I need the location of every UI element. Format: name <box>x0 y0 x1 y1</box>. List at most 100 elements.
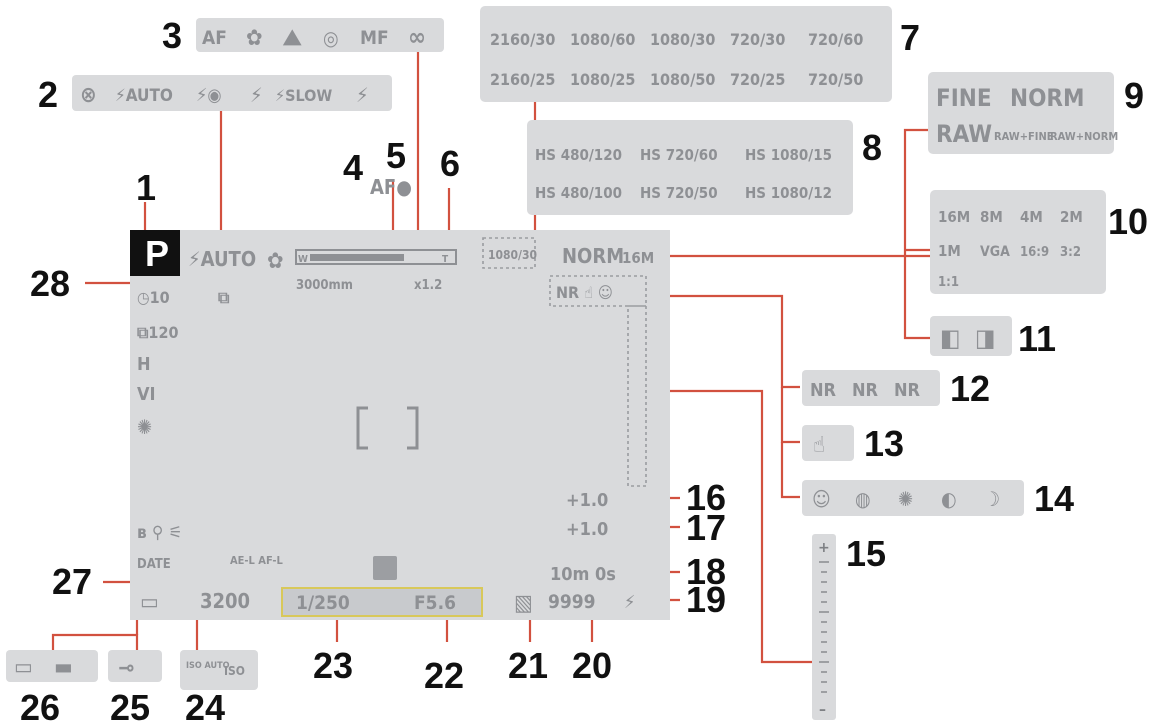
callout-19: 19 <box>686 579 726 620</box>
no-card-icon: ▧ <box>514 591 533 616</box>
callout-24: 24 <box>185 687 225 728</box>
callout-23: 23 <box>313 645 353 686</box>
battery-full-icon: ▬ <box>54 655 73 680</box>
zoom-bar-fill <box>310 254 404 261</box>
scene-icon: ◐ <box>941 487 957 511</box>
callout-15: 15 <box>846 533 886 574</box>
flash-slow-icon: ⚡SLOW <box>275 86 332 105</box>
white-balance-indicator: ✺ <box>137 415 152 439</box>
callout-17: 17 <box>686 507 726 548</box>
size-icon: 3:2 <box>1060 245 1081 260</box>
focal-length: 3000mm <box>296 278 353 293</box>
exposure-box <box>281 587 483 617</box>
picture-control-indicator: VI <box>137 384 156 405</box>
focus-area-right <box>407 406 419 450</box>
movie-mode-icon: 720/30 <box>730 30 785 49</box>
image-quality-group: FINE NORM RAW RAW+FINE RAW+NORM <box>928 72 1118 154</box>
iso-auto-icon: ISO AUTO <box>186 661 230 671</box>
movie-row-2: 2160/25 1080/25 1080/50 720/25 720/50 <box>490 70 863 89</box>
flash-ready-icon: ⚡ <box>624 592 635 613</box>
callout-6: 6 <box>440 143 460 184</box>
quality-fine-icon: FINE <box>936 84 992 112</box>
size-icon: VGA <box>980 244 1010 260</box>
focus-area-left <box>356 406 368 450</box>
mountain-icon: ⛰ <box>282 26 302 51</box>
flash-off-icon: ⊗ <box>80 83 97 108</box>
movie-mode-icon: 1080/25 <box>570 70 635 89</box>
flash-auto-indicator: ⚡AUTO <box>188 247 256 271</box>
self-timer-indicator: ◷10 <box>137 288 170 307</box>
af-focus-indicator: AF● <box>370 175 412 199</box>
exposures-remaining: 9999 <box>548 591 596 613</box>
scene-icon: ☺ <box>812 487 831 511</box>
callout-16: 16 <box>686 477 726 518</box>
nr-icon: NR <box>894 380 921 401</box>
flash-auto-icon: ⚡AUTO <box>115 86 173 106</box>
hs-movie-icon: HS 480/120 <box>535 146 622 164</box>
size-icon: 1M <box>938 242 961 260</box>
exp-comp-indicator: +1.0 <box>566 519 608 540</box>
zoom-bar <box>295 249 457 265</box>
image-size-group: 16M 8M 4M 2M 1M VGA 16:9 3:2 1:1 <box>930 190 1106 294</box>
hs-movie-icon: HS 1080/15 <box>745 146 832 164</box>
callout-21: 21 <box>508 645 548 686</box>
quality-rawnorm-icon: RAW+NORM <box>1050 130 1118 143</box>
shutter-speed: 1/250 <box>296 592 350 614</box>
movie-row-1: 2160/30 1080/60 1080/30 720/30 720/60 <box>490 30 863 49</box>
callout-8: 8 <box>862 127 882 168</box>
digital-zoom: x1.2 <box>414 278 442 293</box>
callout-25: 25 <box>110 687 150 728</box>
eye-detect-icon <box>373 556 397 580</box>
panorama-group: ◧ ◨ <box>930 316 1012 356</box>
mf-icon: MF <box>360 27 389 49</box>
macro-indicator: ✿ <box>267 249 284 274</box>
hs-movie-icon: HS 480/100 <box>535 184 622 202</box>
ac-adapter-group: ⊸ <box>108 650 162 682</box>
flash-comp-indicator: +1.0 <box>566 490 608 511</box>
quality-raw-icon: RAW <box>936 120 992 148</box>
callout-3: 3 <box>162 15 182 56</box>
movie-mode-icon: 2160/25 <box>490 70 555 89</box>
size-icon: 16:9 <box>1020 245 1049 260</box>
callout-13: 13 <box>864 423 904 464</box>
callout-2: 2 <box>38 74 58 115</box>
scene-icon: ☽ <box>984 487 1000 511</box>
callout-26: 26 <box>20 687 60 728</box>
hs-movies-group: HS 480/120 HS 720/60 HS 1080/15 HS 480/1… <box>527 120 853 215</box>
nr-icon: NR <box>852 380 879 401</box>
movie-modes-group: 2160/30 1080/60 1080/30 720/30 720/60 21… <box>480 6 892 102</box>
callout-7: 7 <box>900 17 920 58</box>
callout-22: 22 <box>424 655 464 696</box>
iso-group: ISO AUTO ISO <box>180 650 258 690</box>
hand-icon: ☝ <box>813 433 825 458</box>
size-icon: 8M <box>980 208 1003 226</box>
hs-movie-icon: HS 720/60 <box>640 146 718 164</box>
size-icon: 4M <box>1020 208 1043 226</box>
callout-5: 5 <box>386 135 406 176</box>
movie-time-indicator: 10m 0s <box>550 564 616 585</box>
quality-norm-icon: NORM <box>1010 84 1085 112</box>
target-icon: ◎ <box>323 26 339 50</box>
battery-empty-icon: ▭ <box>14 655 33 680</box>
iso-value: 3200 <box>200 589 250 613</box>
movie-mode-icon: 1080/60 <box>570 30 635 49</box>
callout-10: 10 <box>1108 201 1148 242</box>
size-indicator: 16M <box>622 249 654 267</box>
movie-mode-icon: 720/60 <box>808 30 863 49</box>
exposure-scale: + – <box>812 534 836 720</box>
macro-icon: ✿ <box>246 26 263 51</box>
hs-movie-icon: HS 720/50 <box>640 184 718 202</box>
flash-redeye-icon: ⚡◉ <box>196 85 222 106</box>
aeaf-lock-indicator: AE-L AF-L <box>230 554 283 567</box>
interval-indicator: H <box>137 354 151 375</box>
quality-indicator: NORM <box>562 244 624 268</box>
af-icon: AF <box>202 27 227 49</box>
panorama-icon: ◧ <box>940 324 960 352</box>
movie-mode-icon: 1080/30 <box>650 30 715 49</box>
noise-reduction-group: NR NR NR <box>802 370 940 406</box>
burst-indicator: ⧉120 <box>137 323 178 342</box>
panorama-icon: ◨ <box>975 324 995 352</box>
size-icon: 2M <box>1060 208 1083 226</box>
quality-rawfine-icon: RAW+FINE <box>994 130 1054 143</box>
nr-icon: NR <box>810 380 837 401</box>
